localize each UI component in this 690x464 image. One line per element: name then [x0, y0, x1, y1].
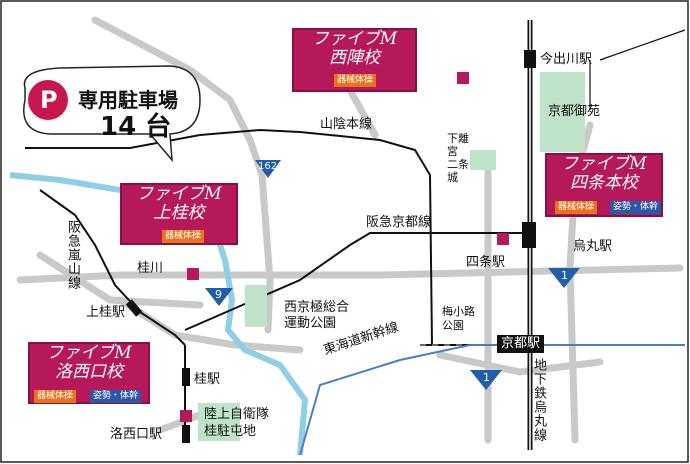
label-nishikyogoku: 西京極総合 運動公園 — [284, 300, 350, 331]
label-arashiyama-line: 阪急嵐山線 — [65, 220, 80, 290]
label-hankyu: 阪急京都線 — [366, 215, 432, 230]
rakusai-marker — [180, 410, 192, 422]
label-kyoto-station: 京都駅 — [497, 335, 545, 353]
label-karasuma: 烏丸駅 — [573, 239, 613, 254]
label-subway: 地下鉄烏丸線 — [531, 358, 546, 442]
nishikyogoku-park — [245, 285, 267, 327]
road-nw — [91, 16, 266, 179]
route-1a-number: 1 — [561, 269, 568, 282]
imadegawa-marker — [524, 50, 536, 68]
road-162 — [258, 171, 274, 334]
street-ne — [599, 29, 686, 61]
route-1b-shield — [470, 370, 502, 390]
jieitai-park — [198, 403, 240, 441]
label-kamikatsura: 上桂駅 — [86, 305, 126, 320]
katsura-marker — [182, 368, 190, 386]
label-imadegawa: 今出川駅 — [540, 52, 593, 67]
shijo-marker — [497, 233, 509, 245]
school-shijo: ファイブM 四条本校 器械体操 姿勢・体幹 — [545, 153, 663, 217]
nijo-park — [470, 150, 496, 170]
road-west — [36, 251, 204, 309]
nishijin-marker — [457, 72, 469, 84]
parking-bubble — [23, 65, 201, 163]
nishijin-name2: 西陣校 — [329, 48, 380, 68]
parking-line2: 14 台 — [100, 112, 172, 142]
station-markers — [125, 50, 536, 443]
route-9-number: 9 — [215, 288, 222, 301]
label-sanin: 山陰本線 — [320, 117, 373, 132]
school-nishijin: ファイブM 西陣校 器械体操 — [292, 28, 417, 92]
school-markers — [180, 72, 509, 422]
label-katsura-station: 桂駅 — [194, 372, 221, 387]
route-162-shield — [255, 160, 281, 178]
road-gojo — [16, 264, 684, 284]
parking-letter: P — [40, 86, 58, 114]
route-1a-shield — [548, 268, 580, 288]
katsura-tag1: 器械体操 — [162, 230, 205, 243]
rakusai-tag1: 器械体操 — [34, 390, 77, 403]
road-east — [566, 121, 594, 444]
shinkansen-line — [299, 344, 685, 456]
shijo-name1: ファイブM — [561, 154, 647, 174]
label-shijo-station: 四条駅 — [466, 255, 506, 270]
katsura-name1: ファイブM — [136, 184, 222, 204]
label-rakusaiguchi: 洛西口駅 — [110, 427, 163, 442]
rakusai-tag2: 姿勢・体幹 — [90, 390, 142, 403]
rakusai-name1: ファイブM — [46, 343, 132, 363]
label-jieitai: 陸上自衛隊 桂駐屯地 — [204, 407, 270, 439]
katsura-name2: 上桂校 — [153, 203, 205, 223]
karasuma-marker — [522, 222, 536, 248]
route-shields — [205, 160, 580, 390]
road-south — [436, 351, 604, 376]
katsura-marker-school — [187, 268, 199, 280]
shijo-tag2: 姿勢・体幹 — [610, 201, 662, 214]
school-katsura: ファイブM 上桂校 器械体操 — [120, 183, 238, 245]
route-9-shield — [205, 288, 233, 306]
label-katsuragawa: 桂川 — [137, 261, 164, 276]
hankyu-kyoto-line — [184, 232, 530, 331]
route-1b-number: 1 — [483, 371, 490, 384]
rakusaiguchi-marker — [182, 425, 190, 443]
gyoen-park — [540, 72, 585, 152]
school-rakusai: ファイブM 洛西口校 器械体操 姿勢・体幹 — [28, 342, 150, 404]
nishijin-name1: ファイブM — [311, 29, 398, 49]
katsura-river — [9, 172, 309, 456]
shijo-name2: 四条本校 — [570, 173, 638, 193]
route-162-number: 162 — [258, 161, 278, 172]
parking-line1: 専用駐車場 — [78, 88, 178, 112]
label-gyoen: 京都御苑 — [548, 104, 601, 119]
road-sw — [156, 411, 204, 434]
rakusai-name2: 洛西口校 — [55, 362, 123, 382]
shijo-tag1: 器械体操 — [555, 201, 598, 214]
sanin-line — [25, 128, 433, 346]
parking-icon — [28, 80, 68, 120]
label-nijo: 下離宮 二条城 — [447, 132, 469, 184]
label-umekoji: 梅小路 公園 — [442, 305, 475, 332]
hankyu-arashiyama-line — [39, 189, 186, 346]
nishijin-tag1: 器械体操 — [334, 74, 377, 87]
kamikatsura-marker — [125, 299, 143, 317]
